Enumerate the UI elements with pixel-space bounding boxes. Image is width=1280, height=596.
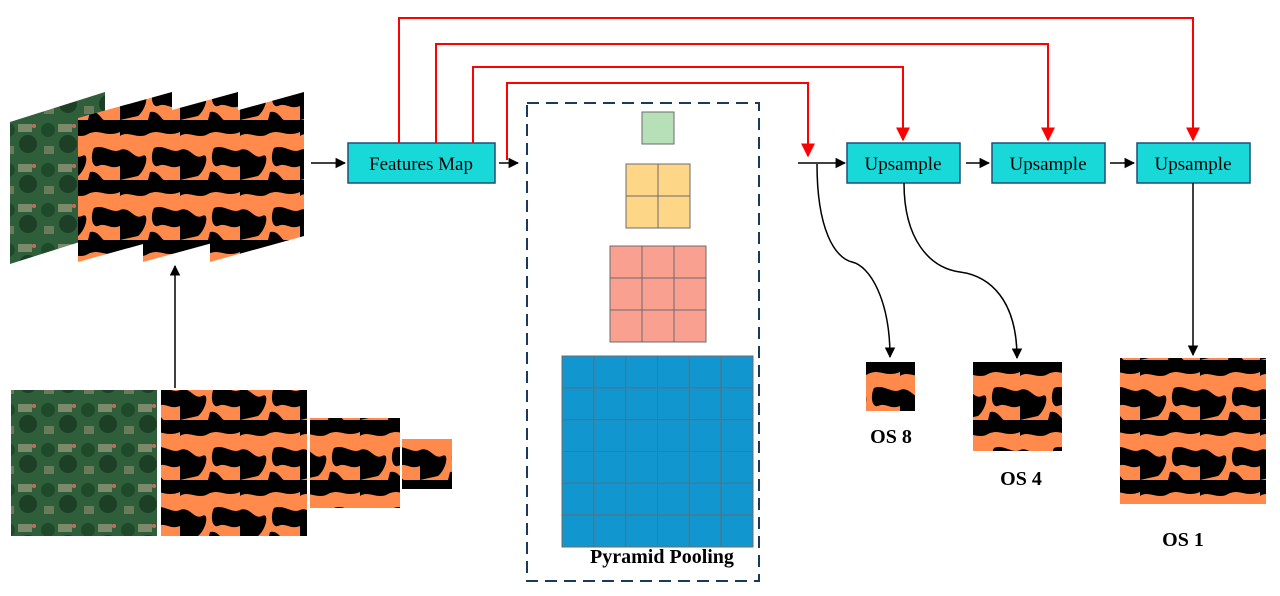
- pooling-cell: [657, 419, 690, 452]
- pooling-cell: [625, 195, 659, 229]
- pooling-cell: [593, 355, 627, 389]
- pooling-cell: [609, 277, 643, 311]
- pooling-cell: [688, 451, 722, 484]
- pooling-cell: [625, 355, 659, 389]
- output-os1-mask: [1120, 358, 1266, 504]
- pooling-cell: [561, 387, 595, 421]
- mask-scale-2: [310, 418, 400, 508]
- pooling-cell: [657, 451, 690, 484]
- output-os8-label: OS 8: [870, 426, 912, 448]
- pooling-grid-2x2: [625, 163, 691, 229]
- pooling-cell: [657, 355, 690, 389]
- pooling-cell: [609, 309, 643, 343]
- skip-arrow-2: [435, 43, 1055, 143]
- pooling-cell: [593, 419, 627, 452]
- pooling-cell: [657, 482, 690, 516]
- pooling-cell: [625, 514, 659, 548]
- pooling-cell: [625, 451, 659, 484]
- skip-arrow-3: [472, 66, 910, 143]
- pooling-cell: [625, 387, 659, 421]
- upsample-box-3: Upsample: [1136, 142, 1251, 184]
- output-os4-mask: [973, 362, 1062, 451]
- satellite-image: [11, 390, 157, 536]
- pooling-cell: [720, 387, 754, 421]
- pooling-grid-6x6: [561, 355, 754, 548]
- pooling-cell: [593, 514, 627, 548]
- arrow-to-os8: [816, 163, 896, 359]
- pooling-cell: [673, 309, 707, 343]
- pooling-cell: [561, 482, 595, 516]
- upsample-label-2: Upsample: [1009, 154, 1086, 175]
- features-map-box: Features Map: [347, 142, 496, 184]
- skip-connections: [398, 17, 1200, 160]
- upsample-box-2: Upsample: [991, 142, 1106, 184]
- arrow-to-os4: [903, 182, 1023, 360]
- pooling-cell: [720, 482, 754, 516]
- pyramid-pooling-box: [526, 102, 760, 582]
- pooling-cell: [625, 419, 659, 452]
- pooling-cell: [641, 309, 675, 343]
- pooling-cell: [561, 451, 595, 484]
- skip-arrow-1: [398, 17, 1200, 143]
- pooling-cell: [673, 277, 707, 311]
- pooling-cell: [561, 419, 595, 452]
- upsample-box-1: Upsample: [846, 142, 961, 184]
- output-os4-label: OS 4: [1000, 468, 1042, 490]
- features-map-label: Features Map: [369, 154, 473, 175]
- pooling-cell: [593, 451, 627, 484]
- pooling-grids: [561, 111, 754, 548]
- pooling-cell: [657, 514, 690, 548]
- pooling-cell: [688, 419, 722, 452]
- multi-scale-inputs: [11, 390, 452, 536]
- pooling-cell: [609, 245, 643, 279]
- pooling-cell: [641, 111, 675, 145]
- pooling-cell: [625, 163, 659, 197]
- mask-scale-3: [402, 439, 452, 489]
- pooling-grid-3x3: [609, 245, 707, 343]
- pyramid-pooling-label: Pyramid Pooling: [590, 546, 734, 568]
- upsample-label-3: Upsample: [1154, 154, 1231, 175]
- pooling-cell: [561, 355, 595, 389]
- pooling-cell: [688, 482, 722, 516]
- output-os8-mask: [866, 362, 915, 411]
- pooling-cell: [688, 355, 722, 389]
- pooling-cell: [720, 514, 754, 548]
- pooling-cell: [673, 245, 707, 279]
- pooling-cell: [688, 514, 722, 548]
- upsample-label-1: Upsample: [864, 154, 941, 175]
- mask-layer-3: [210, 92, 304, 262]
- pooling-cell: [657, 195, 691, 229]
- pooling-cell: [720, 419, 754, 452]
- pooling-cell: [561, 514, 595, 548]
- pooling-cell: [657, 163, 691, 197]
- output-os1-label: OS 1: [1162, 529, 1204, 551]
- pooling-cell: [593, 482, 627, 516]
- skip-arrow-4: [506, 82, 815, 160]
- pooling-cell: [720, 451, 754, 484]
- pooling-cell: [720, 355, 754, 389]
- pooling-cell: [657, 387, 690, 421]
- pooling-cell: [641, 277, 675, 311]
- pooling-cell: [641, 245, 675, 279]
- pooling-grid-1x1: [641, 111, 675, 145]
- pooling-cell: [688, 387, 722, 421]
- input-stack: [10, 92, 304, 264]
- mask-scale-1: [161, 390, 307, 536]
- pooling-cell: [593, 387, 627, 421]
- pooling-cell: [625, 482, 659, 516]
